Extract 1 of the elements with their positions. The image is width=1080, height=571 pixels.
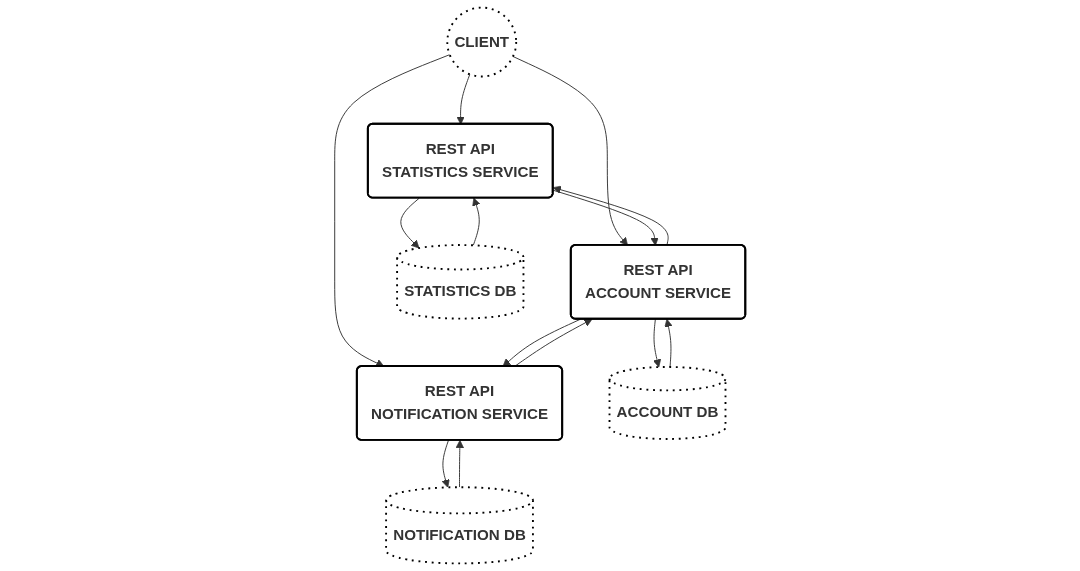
node-circle: CLIENT [446, 6, 518, 78]
